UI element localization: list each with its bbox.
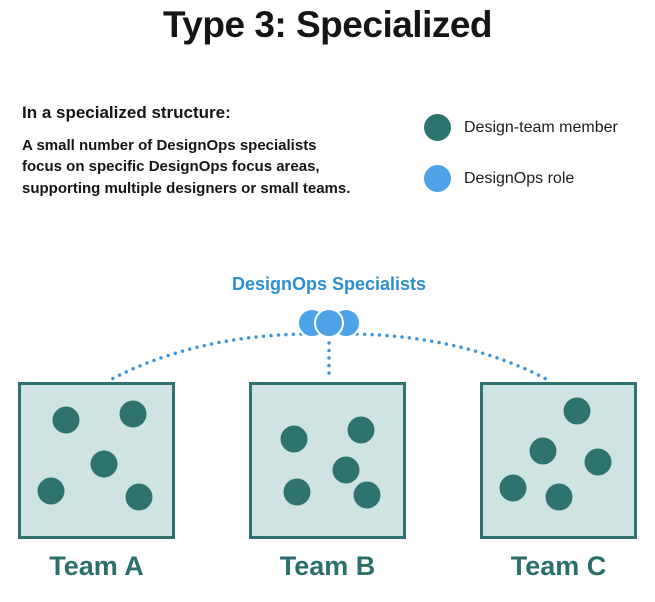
- design-team-member-dot: [529, 437, 557, 465]
- design-team-member-dot: [119, 400, 147, 428]
- intro-section: In a specialized structure: A small numb…: [22, 103, 360, 199]
- design-team-member-dot: [545, 483, 572, 511]
- team-c-box: [480, 382, 637, 539]
- intro-body: A small number of DesignOps specialists …: [22, 137, 351, 197]
- team-b-box: [249, 382, 406, 539]
- team-a-box: [18, 382, 175, 539]
- page-title: Type 3: Specialized: [162, 4, 493, 45]
- intro-heading: In a specialized structure:: [22, 103, 231, 122]
- connector-to-team-c: [355, 332, 548, 381]
- design-team-member-dot: [332, 456, 360, 484]
- design-team-member-dot: [52, 406, 80, 434]
- design-team-member-dot: [125, 483, 153, 511]
- design-team-member-dot: [353, 481, 381, 509]
- design-team-member-icon: [424, 114, 451, 141]
- legend-item-design-team-member: Design-team member: [424, 114, 618, 141]
- team-b-label: Team B: [279, 551, 376, 581]
- legend-label: Design-team member: [464, 118, 618, 136]
- legend-item-designops-role: DesignOps role: [424, 165, 618, 192]
- team-c-label: Team C: [510, 551, 607, 581]
- design-team-member-dot: [37, 477, 65, 505]
- design-team-member-dot: [499, 474, 527, 502]
- designops-role-icon: [424, 165, 451, 192]
- design-team-member-dot: [283, 478, 311, 506]
- team-a-label: Team A: [49, 551, 144, 581]
- design-team-member-dot: [280, 425, 308, 453]
- design-team-member-dot: [584, 448, 612, 476]
- design-team-member-dot: [90, 450, 118, 478]
- design-team-member-dot: [563, 397, 591, 425]
- specialists-cluster: [297, 308, 361, 339]
- legend: Design-team member DesignOps role: [424, 114, 618, 216]
- designops-specialist-icon: [314, 308, 344, 338]
- design-team-member-dot: [347, 416, 375, 444]
- legend-label: DesignOps role: [464, 169, 575, 187]
- specialists-label: DesignOps Specialists: [231, 274, 427, 294]
- connector-to-team-a: [110, 332, 303, 381]
